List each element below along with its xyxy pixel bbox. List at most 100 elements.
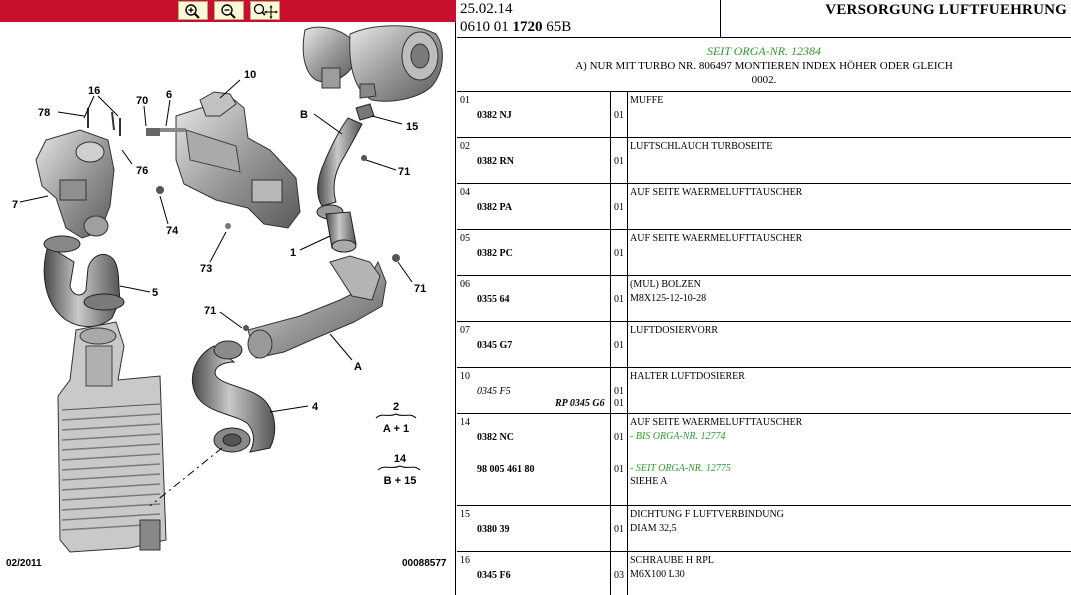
legend: 2 A + 1 14 B + 15	[375, 401, 421, 487]
row-orga-until: - BIS ORGA-NR. 12774	[630, 431, 726, 442]
intercooler-drawing	[57, 321, 167, 553]
row-spec: SIEHE A	[630, 476, 668, 487]
parts-row-04[interactable]: 04 0382 PA 01 AUF SEITE WAERMELUFTTAUSCH…	[457, 184, 1071, 230]
row-quantity: 01	[614, 432, 624, 443]
page-title: VERSORGUNG LUFTFUEHRUNG	[825, 2, 1067, 18]
parts-row-14[interactable]: 14 0382 NC 98 005 461 80 01 01 AUF SEITE…	[457, 414, 1071, 506]
parts-row-01[interactable]: 01 0382 NJ 01 MUFFE	[457, 92, 1071, 138]
row-reference[interactable]: 0382 NJ	[477, 110, 512, 121]
row-description: AUF SEITE WAERMELUFTTAUSCHER	[630, 187, 803, 198]
row-position: 10	[460, 371, 470, 382]
leader-lines	[19, 79, 413, 413]
callout-B: B	[300, 109, 308, 121]
row-quantity: 01	[614, 340, 624, 351]
legend-2-top: 14	[394, 453, 407, 465]
row-spec: M6X100 L30	[630, 569, 685, 580]
callout-76: 76	[136, 165, 148, 177]
row-reference[interactable]: 0382 NC	[477, 432, 514, 443]
row-description: LUFTSCHLAUCH TURBOSEITE	[630, 141, 773, 152]
callout-4: 4	[312, 401, 319, 413]
bracket-housing-drawing	[146, 91, 301, 229]
row-position: 06	[460, 279, 470, 290]
header-divider	[720, 0, 721, 38]
row-reference-2[interactable]: 98 005 461 80	[477, 464, 535, 475]
callout-78: 78	[38, 107, 50, 119]
callout-A: A	[354, 361, 362, 373]
callout-74: 74	[166, 225, 179, 237]
row-quantity: 01	[614, 156, 624, 167]
row-reference[interactable]: 0382 RN	[477, 156, 514, 167]
row-position: 01	[460, 95, 470, 106]
row-reference[interactable]: 0345 F6	[477, 570, 511, 581]
row-quantity-2: 01	[614, 398, 624, 409]
turbo-hose-drawing	[316, 103, 375, 253]
row-reference[interactable]: 0345 G7	[477, 340, 513, 351]
parts-row-10[interactable]: 10 0345 F5 RP 0345 G6 01 01 HALTER LUFTD…	[457, 368, 1071, 414]
callout-70: 70	[136, 95, 148, 107]
parts-row-05[interactable]: 05 0382 PC 01 AUF SEITE WAERMELUFTTAUSCH…	[457, 230, 1071, 276]
exploded-parts-diagram: 16 78 70 6 10 76 B 15 7 71 74 1 73 5 71 …	[6, 25, 447, 569]
callout-73: 73	[200, 263, 212, 275]
row-quantity: 01	[614, 202, 624, 213]
row-replacement-ref[interactable]: RP 0345 G6	[555, 398, 605, 409]
legend-2-bottom: B + 15	[384, 475, 417, 487]
header-reference: 0610 01 1720 65B	[460, 19, 571, 36]
row-orga-since: - SEIT ORGA-NR. 12775	[630, 463, 731, 474]
row-description: SCHRAUBE H RPL	[630, 555, 714, 566]
turbocharger-drawing	[302, 25, 443, 102]
row-spec: M8X125-12-10-28	[630, 293, 707, 304]
air-pipe-drawing	[243, 254, 400, 359]
row-description: DICHTUNG F LUFTVERBINDUNG	[630, 509, 784, 520]
parts-row-06[interactable]: 06 0355 64 01 (MUL) BOLZEN M8X125-12-10-…	[457, 276, 1071, 322]
zoom-in-icon	[185, 3, 200, 19]
callout-71-c: 71	[204, 305, 216, 317]
notice-line-2: 0002.	[751, 74, 777, 86]
zoom-out-button[interactable]	[214, 1, 244, 20]
row-quantity-2: 01	[614, 464, 624, 475]
row-description: HALTER LUFTDOSIERER	[630, 371, 745, 382]
row-reference[interactable]: 0382 PC	[477, 248, 513, 259]
notice-line-1: A) NUR MIT TURBO NR. 806497 MONTIEREN IN…	[575, 60, 953, 72]
heat-exchanger-hose-drawing	[191, 340, 276, 453]
callout-7: 7	[12, 199, 18, 211]
diagram-code: 00088577	[402, 558, 447, 569]
row-quantity: 01	[614, 386, 624, 397]
row-description: LUFTDOSIERVORR	[630, 325, 719, 336]
row-spec: DIAM 32,5	[630, 523, 677, 534]
row-position: 07	[460, 325, 470, 336]
parts-row-16[interactable]: 16 0345 F6 03 SCHRAUBE H RPL M6X100 L30	[457, 552, 1071, 595]
row-description: AUF SEITE WAERMELUFTTAUSCHER	[630, 233, 803, 244]
row-reference[interactable]: 0382 PA	[477, 202, 513, 213]
parts-row-02[interactable]: 02 0382 RN 01 LUFTSCHLAUCH TURBOSEITE	[457, 138, 1071, 184]
parts-list-pane: 25.02.14 0610 01 1720 65B VERSORGUNG LUF…	[457, 0, 1071, 595]
row-position: 02	[460, 141, 470, 152]
callout-71-a: 71	[398, 166, 410, 178]
row-reference[interactable]: 0380 39	[477, 524, 510, 535]
elbow-hose-drawing	[43, 235, 125, 327]
callout-15: 15	[406, 121, 418, 133]
legend-1-top: 2	[393, 401, 399, 413]
diagram-date: 02/2011	[6, 558, 42, 569]
assembly-line	[149, 447, 223, 507]
zoom-in-button[interactable]	[178, 1, 208, 20]
header-date: 25.02.14	[460, 1, 513, 17]
row-position: 14	[460, 417, 470, 428]
callout-71-b: 71	[414, 283, 426, 295]
parts-row-07[interactable]: 07 0345 G7 01 LUFTDOSIERVORR	[457, 322, 1071, 368]
row-position: 16	[460, 555, 470, 566]
diagram-pane: 16 78 70 6 10 76 B 15 7 71 74 1 73 5 71 …	[0, 0, 456, 595]
row-reference[interactable]: 0355 64	[477, 294, 510, 305]
callout-6: 6	[166, 89, 172, 101]
callout-5: 5	[152, 287, 158, 299]
parts-row-15[interactable]: 15 0380 39 01 DICHTUNG F LUFTVERBINDUNG …	[457, 506, 1071, 552]
row-position: 05	[460, 233, 470, 244]
row-position: 15	[460, 509, 470, 520]
notice-block: SEIT ORGA-NR. 12384 A) NUR MIT TURBO NR.…	[457, 39, 1071, 92]
row-quantity: 03	[614, 570, 624, 581]
row-quantity: 01	[614, 524, 624, 535]
row-reference[interactable]: 0345 F5	[477, 386, 511, 397]
header-ref-c: 65B	[546, 19, 572, 35]
zoom-fit-button[interactable]	[250, 1, 280, 20]
zoom-toolbar	[0, 0, 456, 22]
header-ref-b: 1720	[512, 19, 543, 35]
